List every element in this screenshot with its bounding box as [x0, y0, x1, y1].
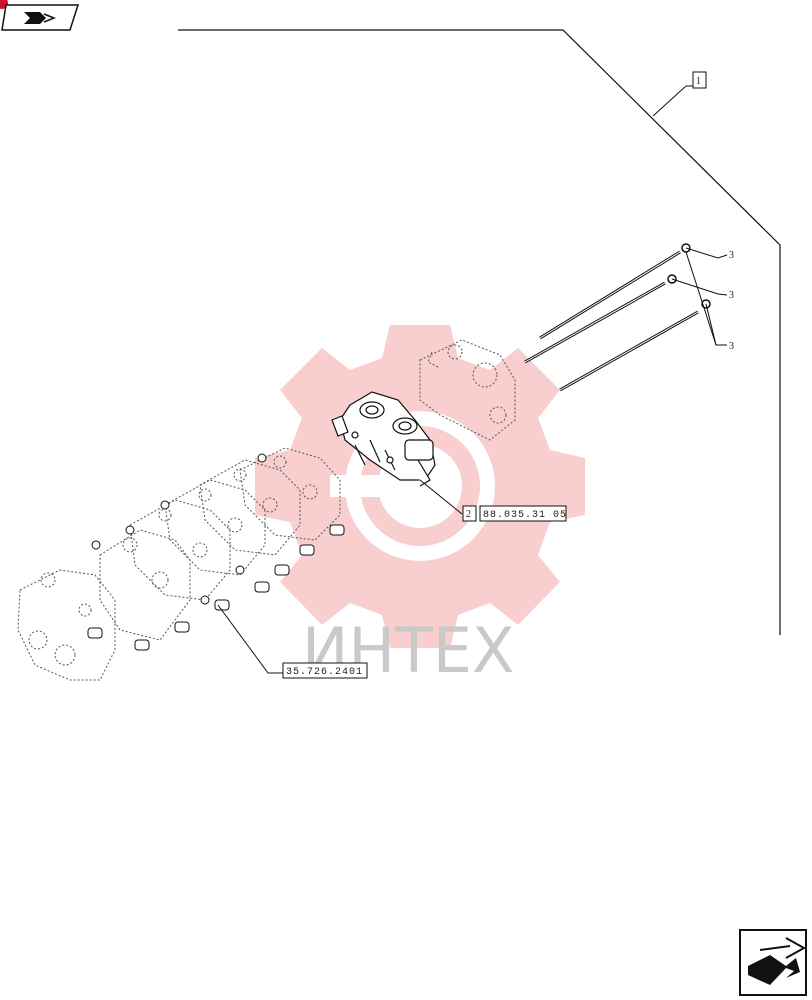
callout-2-label: 2: [466, 509, 471, 520]
callout-1-label: 1: [696, 76, 701, 87]
next-page-button[interactable]: [739, 929, 807, 996]
ref-valve-bank-label: 35.726.2401: [286, 667, 363, 678]
callout-box-1[interactable]: [692, 71, 707, 89]
leader-line-1: [652, 85, 687, 117]
ref-box-2[interactable]: [479, 505, 567, 522]
callout-box-2[interactable]: [462, 505, 477, 522]
watermark-gear: [255, 325, 585, 648]
arrow-back-icon: [24, 12, 57, 24]
prev-page-button[interactable]: [0, 0, 80, 31]
control-valve-section: [331, 391, 436, 487]
leader-line-2: [419, 479, 463, 515]
arrow-next-icon: [748, 937, 807, 985]
tie-rods: [524, 243, 711, 392]
callout-3c-label[interactable]: 3: [729, 341, 734, 352]
valve-bank: [17, 447, 341, 681]
ref-box-valve-bank[interactable]: [282, 662, 368, 679]
callout-3b-label[interactable]: 3: [729, 290, 734, 301]
assembly-bracket-line: [178, 29, 781, 635]
end-plate: [419, 339, 516, 441]
leader-line-valve-bank: [217, 604, 283, 674]
ref-2-label: 88.035.31 05: [483, 510, 567, 521]
leader-lines-3: [671, 247, 728, 346]
callout-3a-label[interactable]: 3: [729, 250, 734, 261]
